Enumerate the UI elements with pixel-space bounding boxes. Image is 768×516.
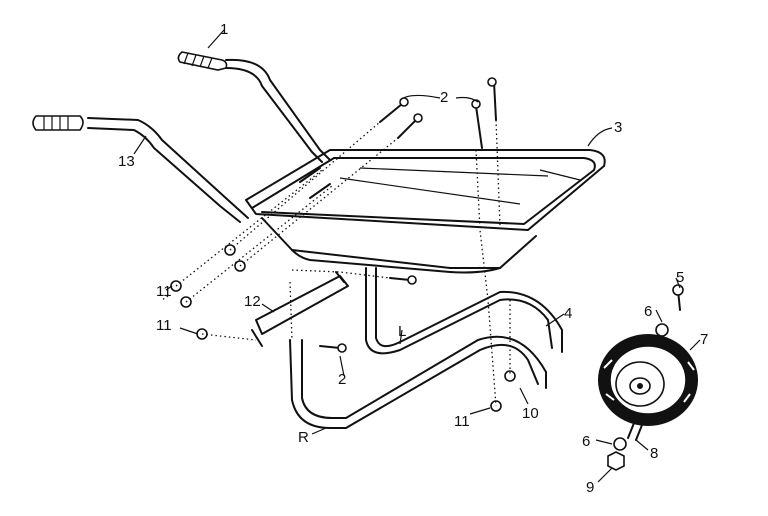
callout-11-upper: 11	[156, 283, 172, 300]
leg-frame-left	[365, 267, 563, 355]
handle-grip-upper	[177, 51, 228, 71]
tray	[245, 149, 606, 274]
callout-3: 3	[614, 119, 622, 136]
assembly-lines	[161, 119, 511, 407]
callout-11-middle: 11	[156, 317, 172, 334]
callout-5: 5	[676, 269, 684, 286]
callout-13: 13	[118, 153, 135, 170]
callout-7: 7	[700, 331, 708, 348]
callout-l: L	[398, 323, 406, 340]
callout-9: 9	[586, 479, 594, 496]
callout-6-top: 6	[644, 303, 652, 320]
handle-arms	[87, 58, 331, 223]
callout-2-top: 2	[440, 89, 448, 106]
leader-lines	[133, 29, 701, 483]
callout-10: 10	[522, 405, 539, 422]
callout-2-bottom: 2	[338, 371, 346, 388]
callout-6-bottom: 6	[582, 433, 590, 450]
handle-grip-lower	[32, 115, 84, 131]
callout-4: 4	[564, 305, 572, 322]
leg-frame-right	[289, 335, 547, 429]
callout-1: 1	[220, 21, 228, 38]
callout-11-bottom: 11	[454, 413, 470, 430]
brace	[251, 271, 349, 347]
callout-8: 8	[650, 445, 658, 462]
nuts	[170, 244, 669, 471]
callout-12: 12	[244, 293, 261, 310]
bolts	[299, 77, 684, 353]
callout-r: R	[298, 429, 309, 446]
wheel	[598, 334, 698, 426]
